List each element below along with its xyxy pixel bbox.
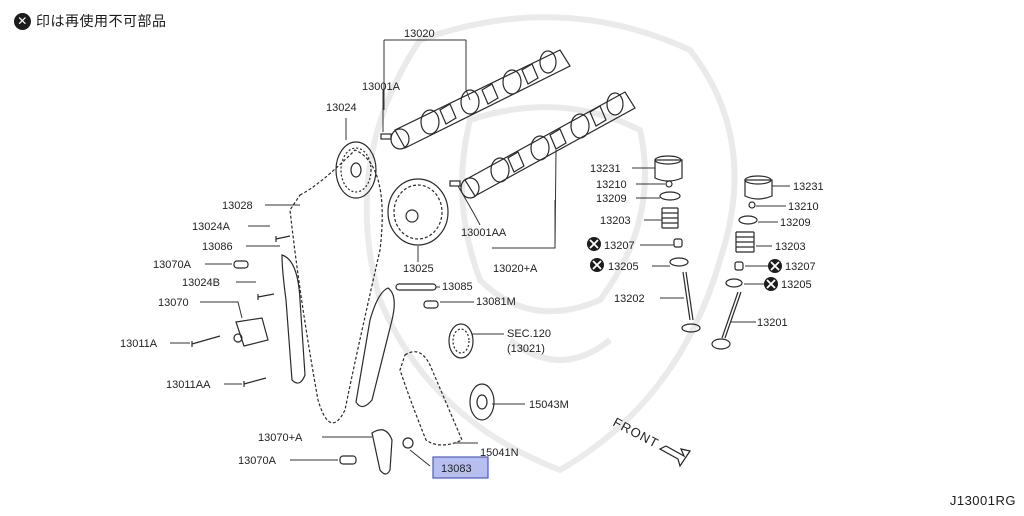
label-13070a-bottom[interactable]: 13070A xyxy=(238,455,277,467)
intake-valve[interactable] xyxy=(711,291,742,350)
label-13020[interactable]: 13020 xyxy=(404,28,435,40)
chain-tensioner[interactable] xyxy=(233,317,269,347)
label-13070[interactable]: 13070 xyxy=(158,297,189,309)
label-13203-left[interactable]: 13203 xyxy=(600,215,631,227)
valve-spring-left[interactable] xyxy=(661,207,679,229)
label-13028[interactable]: 13028 xyxy=(222,200,253,212)
label-15041n[interactable]: 15041N xyxy=(480,447,519,459)
exhaust-camshaft[interactable] xyxy=(460,91,636,199)
label-13210-left[interactable]: 13210 xyxy=(596,179,627,191)
intake-camshaft[interactable] xyxy=(390,49,571,150)
label-13024b[interactable]: 13024B xyxy=(182,277,220,289)
label-13024[interactable]: 13024 xyxy=(326,102,357,114)
timing-chain[interactable] xyxy=(289,149,383,424)
watermark-emblem xyxy=(363,14,738,474)
valve-spring-right[interactable] xyxy=(735,231,755,253)
label-13086[interactable]: 13086 xyxy=(202,241,233,253)
valve-timing-sprocket[interactable] xyxy=(387,178,449,246)
front-label: FRONT xyxy=(611,414,662,451)
spring-seat-right[interactable] xyxy=(725,278,743,288)
bolt-13024a[interactable] xyxy=(275,235,291,242)
pin-13070a-bot[interactable] xyxy=(339,455,357,465)
pin-13085[interactable] xyxy=(395,283,437,291)
label-13202[interactable]: 13202 xyxy=(614,293,645,305)
non-reusable-marker xyxy=(768,259,782,273)
label-13070a-top[interactable]: 13070A xyxy=(153,259,192,271)
label-13021[interactable]: (13021) xyxy=(507,343,545,355)
oil-pump-sprocket[interactable] xyxy=(469,383,495,421)
label-13001a[interactable]: 13001A xyxy=(362,81,401,93)
dowel-pin[interactable] xyxy=(380,133,392,140)
label-13203-right[interactable]: 13203 xyxy=(775,241,806,253)
tension-guide[interactable] xyxy=(355,287,395,408)
label-13201[interactable]: 13201 xyxy=(757,317,788,329)
pin-13070a-top[interactable] xyxy=(233,260,249,269)
non-reusable-note: ✕ 印は再使用不可部品 xyxy=(14,11,167,31)
label-13209-left[interactable]: 13209 xyxy=(596,193,627,205)
label-13070plus-a[interactable]: 13070+A xyxy=(258,432,303,444)
spring-retainer-right[interactable] xyxy=(738,215,758,225)
label-13024a[interactable]: 13024A xyxy=(192,221,231,233)
non-reusable-marker xyxy=(764,277,778,291)
bolt-13011a[interactable] xyxy=(191,335,221,347)
label-13083-highlight[interactable]: 13083 xyxy=(432,456,489,479)
spring-retainer-left[interactable] xyxy=(659,191,681,201)
front-direction-arrow: FRONT xyxy=(611,414,691,468)
exhaust-valve[interactable] xyxy=(681,271,701,333)
label-sec120[interactable]: SEC.120 xyxy=(507,328,551,340)
label-13207-right[interactable]: 13207 xyxy=(785,261,816,273)
label-13205-left[interactable]: 13205 xyxy=(608,261,639,273)
label-13231-right[interactable]: 13231 xyxy=(793,181,824,193)
x-circle-icon: ✕ xyxy=(14,12,31,30)
pin-13081m[interactable] xyxy=(423,300,439,309)
label-13011aa[interactable]: 13011AA xyxy=(166,379,211,391)
non-reusable-note-text: 印は再使用不可部品 xyxy=(36,13,167,29)
label-13011a[interactable]: 13011A xyxy=(120,338,158,350)
label-13025[interactable]: 13025 xyxy=(403,263,434,275)
label-13205-right[interactable]: 13205 xyxy=(781,279,812,291)
label-13081m[interactable]: 13081M xyxy=(476,296,516,308)
label-15043m[interactable]: 15043M xyxy=(529,399,569,411)
oil-pump-seal[interactable] xyxy=(402,437,414,449)
non-reusable-marker xyxy=(590,258,604,272)
oil-pump-tensioner[interactable] xyxy=(371,429,393,475)
camshaft-sprocket[interactable] xyxy=(335,141,377,199)
valve-seal-right[interactable] xyxy=(734,261,744,271)
valve-seal-left[interactable] xyxy=(673,238,683,248)
slack-guide[interactable] xyxy=(281,254,306,384)
valve-collet-right[interactable] xyxy=(748,201,756,209)
bolt-13024b[interactable] xyxy=(257,293,275,300)
label-13083[interactable]: 13083 xyxy=(441,463,472,475)
non-reusable-marker xyxy=(587,237,601,251)
label-13209-right[interactable]: 13209 xyxy=(780,217,811,229)
spring-seat-left[interactable] xyxy=(669,257,689,267)
valve-collet-left[interactable] xyxy=(665,180,673,188)
oil-pump-chain[interactable] xyxy=(399,351,463,446)
leader-lines xyxy=(170,39,790,467)
part-labels: 13020 13001A 13024 13028 13024A 13086 13… xyxy=(120,28,824,479)
label-13001aa[interactable]: 13001AA xyxy=(461,227,507,239)
dowel-pin-aa[interactable] xyxy=(449,180,461,187)
label-13231-left[interactable]: 13231 xyxy=(590,163,621,175)
valve-lifter-right[interactable] xyxy=(744,175,773,200)
reference-code: J13001RG xyxy=(949,493,1016,508)
label-13020plus-a[interactable]: 13020+A xyxy=(493,263,538,275)
bolt-13011aa[interactable] xyxy=(243,377,267,387)
label-13207-left[interactable]: 13207 xyxy=(604,240,635,252)
label-13085[interactable]: 13085 xyxy=(442,281,473,293)
valve-lifter-left[interactable] xyxy=(654,155,683,182)
crankshaft-sprocket[interactable] xyxy=(448,323,474,359)
label-13210-right[interactable]: 13210 xyxy=(788,201,819,213)
